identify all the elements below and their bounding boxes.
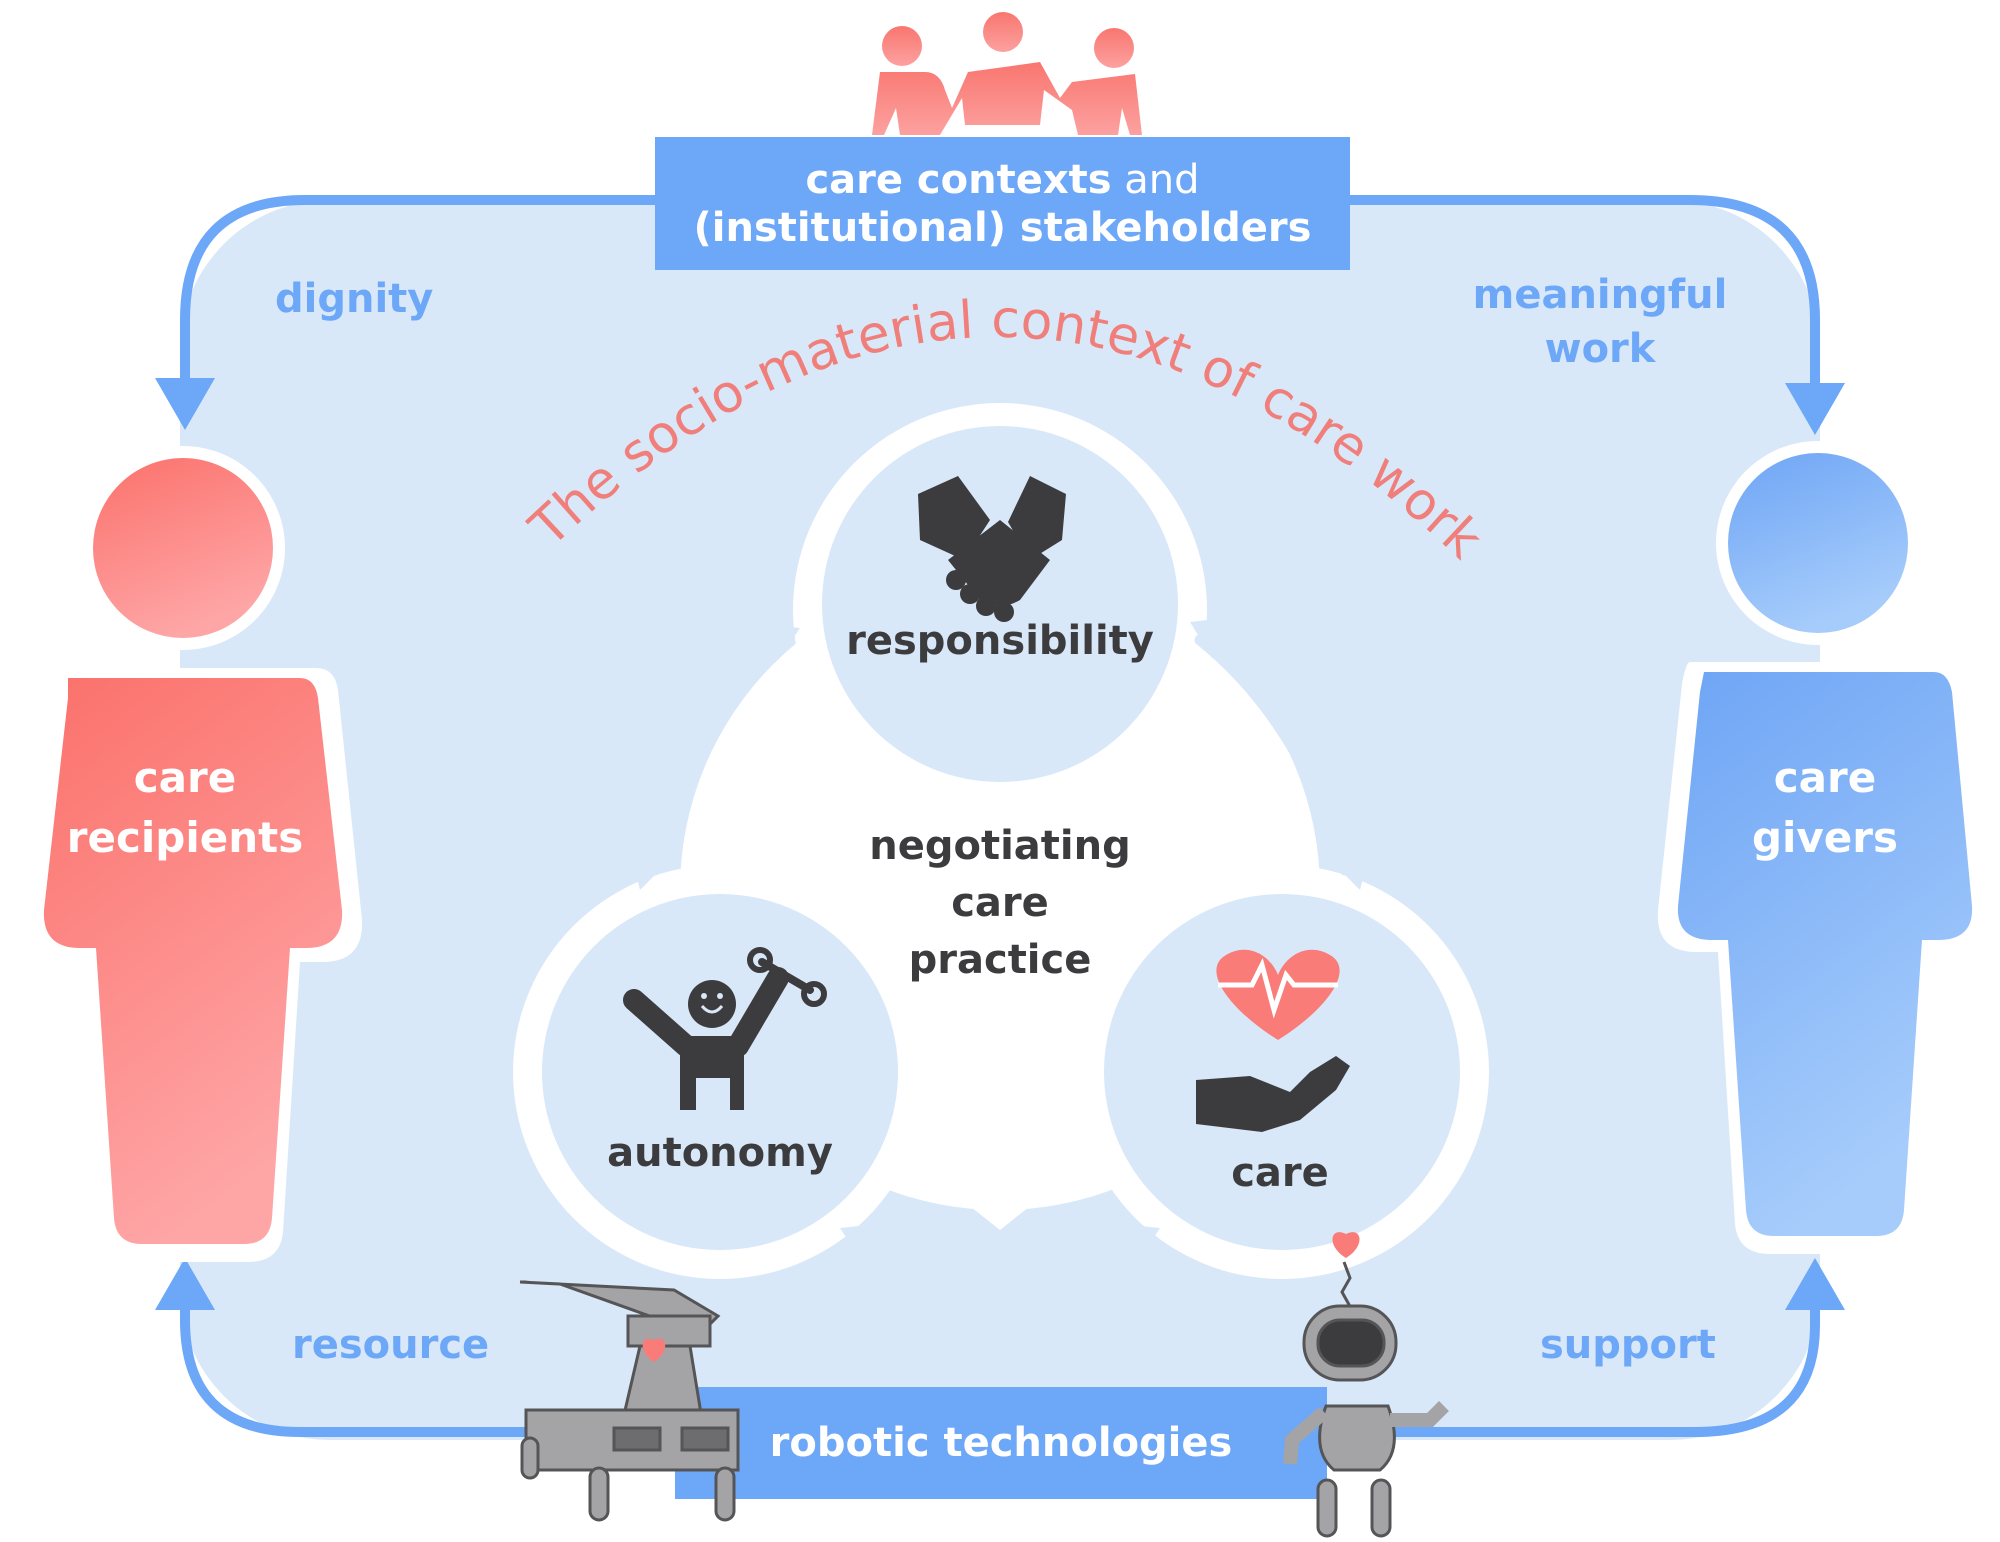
walker-robot-icon	[519, 1280, 740, 1522]
arrow-tip-6-icon	[1122, 1224, 1160, 1268]
responsibility-label: responsibility	[846, 618, 1154, 664]
arrowhead-right-bottom-icon	[1785, 1258, 1845, 1310]
care-node-label: care	[1231, 1150, 1329, 1196]
care-contexts-box	[655, 137, 1350, 270]
care-recipients-line2: recipients	[66, 813, 304, 862]
arrow-tip-3-icon	[1190, 618, 1225, 658]
inner-arrows	[649, 634, 1351, 1271]
care-recipients-line1: care	[133, 753, 237, 802]
arrowhead-right-top-icon	[1785, 383, 1845, 435]
arrowhead-left-bottom-icon	[155, 1258, 215, 1310]
person-wrench-icon	[623, 947, 827, 1110]
stakeholders-line: (institutional) stakeholders	[693, 204, 1312, 251]
autonomy-label: autonomy	[607, 1130, 833, 1176]
robotic-technologies-text: robotic technologies	[769, 1420, 1233, 1466]
negotiating-care-practice-label: negotiating care practice	[840, 818, 1160, 989]
arrow-tip-2-icon	[630, 850, 670, 890]
robotic-technologies-label: robotic technologies	[675, 1387, 1327, 1499]
robotic-technologies-box	[675, 1387, 1327, 1499]
humanoid-robot-icon	[1283, 1232, 1449, 1538]
center-line2: care	[951, 880, 1049, 926]
care-node	[1104, 894, 1460, 1250]
meaningful-label: meaningful	[1472, 272, 1728, 318]
center-line1: negotiating	[869, 823, 1131, 869]
care-givers-line2: givers	[1751, 813, 1899, 862]
support-label: support	[1540, 1322, 1716, 1368]
heart-pulse-icon	[1216, 949, 1340, 1040]
care-givers-line1: care	[1773, 753, 1877, 802]
people-holding-hands-icon	[872, 12, 1142, 135]
outer-arrows	[180, 195, 1820, 1437]
care-givers-figure	[1657, 441, 1993, 1254]
care-contexts-label: care contexts and (institutional) stakeh…	[655, 137, 1350, 270]
care-givers-label: care givers	[1680, 748, 1970, 868]
arrow-tip-5-icon	[840, 1224, 878, 1268]
care-recipients-figure	[23, 446, 363, 1262]
work-label: work	[1544, 326, 1656, 372]
arrow-tip-1-icon	[760, 624, 800, 660]
arrowhead-left-top-icon	[155, 378, 215, 430]
care-contexts-bold: care contexts	[805, 156, 1112, 203]
dignity-label: dignity	[275, 276, 434, 322]
center-line3: practice	[908, 937, 1092, 983]
care-contexts-and: and	[1111, 156, 1200, 203]
arrow-tip-4-icon	[1330, 850, 1370, 890]
resource-label: resource	[292, 1322, 490, 1368]
care-recipients-label: care recipients	[40, 748, 330, 868]
open-hand-icon	[1196, 1056, 1350, 1132]
handshake-icon	[918, 476, 1066, 622]
